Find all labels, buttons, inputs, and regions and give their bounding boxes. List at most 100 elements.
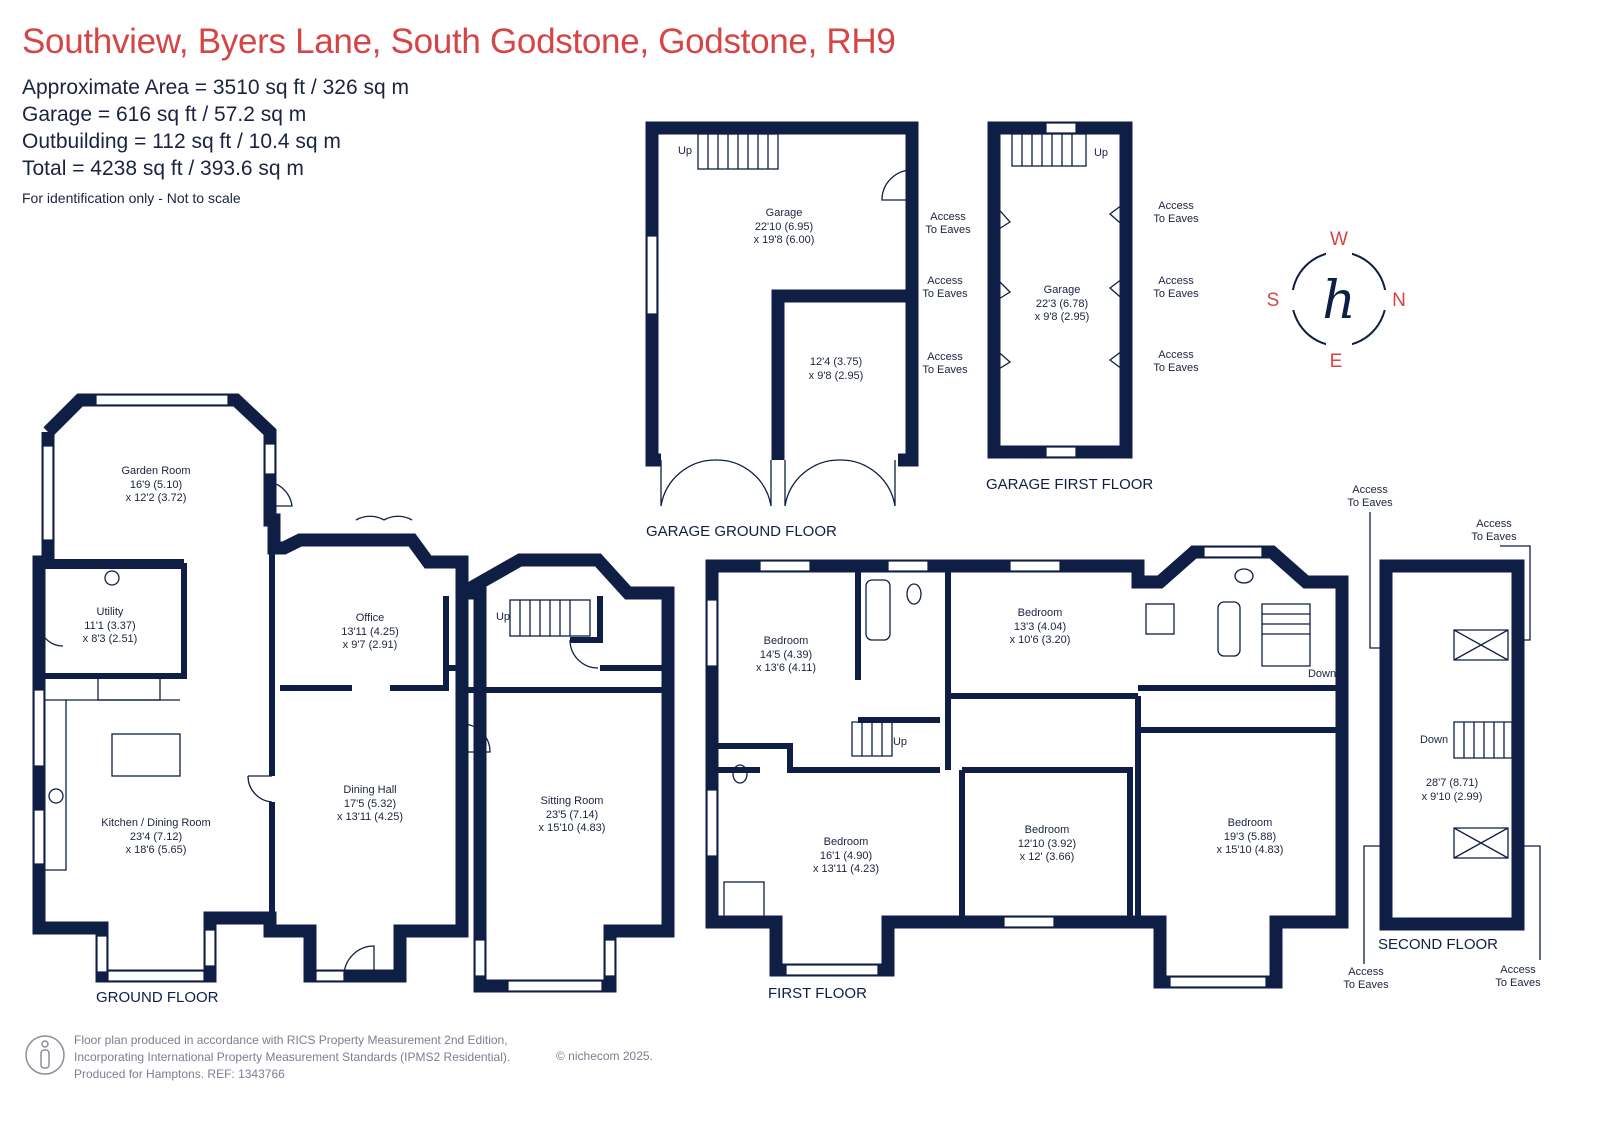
footer: Floor plan produced in accordance with R… <box>24 1032 653 1083</box>
garage-stair-up: Up <box>678 145 692 157</box>
second-access-4b: To Eaves <box>1495 977 1541 989</box>
bed5-window-bottom <box>1169 976 1267 988</box>
ensuite-window-top <box>1203 546 1263 558</box>
area-garage: Garage = 616 sq ft / 57.2 sq m <box>22 103 307 126</box>
sitting-room-size-b: x 15'10 (4.83) <box>539 822 606 834</box>
garden-room-window-left <box>42 445 54 541</box>
garage-door-left <box>660 459 772 507</box>
bed5-size-b: x 15'10 (4.83) <box>1217 844 1284 856</box>
bed1-size-b: x 13'6 (4.11) <box>756 662 816 674</box>
second-access-2b: To Eaves <box>1471 531 1517 543</box>
copyright: © nichecom 2025. <box>556 1049 653 1063</box>
ensuite-bath <box>1217 601 1241 657</box>
bed4-size-b: x 12' (3.66) <box>1020 851 1075 863</box>
kitchen-window-bay-right <box>204 929 216 967</box>
compass-w: W <box>1330 229 1348 250</box>
access-eaves-r1-b: To Eaves <box>1153 213 1199 225</box>
utility-name: Utility <box>97 606 124 618</box>
second-outer-wall <box>1379 559 1525 931</box>
dining-window-bottom <box>315 970 345 982</box>
bed3-size-a: 16'1 (4.90) <box>820 850 872 862</box>
cloak-door <box>569 639 599 669</box>
garage-side-door <box>881 169 913 201</box>
access-eaves-l2-b: To Eaves <box>922 288 968 300</box>
second-floor-plan: Down Access To Eaves Access To Eaves Acc… <box>1343 484 1541 991</box>
second-room-size-a: 28'7 (8.71) <box>1426 777 1478 789</box>
sitting-window-bottom <box>507 980 603 992</box>
utility-size-b: x 8'3 (2.51) <box>83 633 138 645</box>
floor-label-second: SECOND FLOOR <box>1378 936 1498 953</box>
kitchen-island <box>111 733 181 777</box>
garden-door <box>269 481 293 507</box>
kitchen-range <box>97 677 161 701</box>
compass-n: N <box>1392 290 1406 311</box>
ensuite-wc <box>1234 568 1254 584</box>
disclaimer-note: For identification only - Not to scale <box>22 190 241 206</box>
bed2-window-top <box>1009 560 1061 572</box>
kitchen-sink <box>48 788 64 804</box>
first-stair-up: Up <box>893 736 907 748</box>
second-hatch-bottom <box>1453 827 1509 859</box>
bed3-size-b: x 13'11 (4.23) <box>813 863 879 875</box>
kitchen-name: Kitchen / Dining Room <box>101 817 210 829</box>
area-total: Total = 4238 sq ft / 393.6 sq m <box>22 157 304 180</box>
garage-main-name: Garage <box>766 207 803 219</box>
garden-room-window-top <box>95 394 229 406</box>
garden-room-size-b: x 12'2 (3.72) <box>126 492 187 504</box>
second-access-1b: To Eaves <box>1347 497 1393 509</box>
dining-hall-name: Dining Hall <box>343 784 396 796</box>
wc-main <box>906 583 922 605</box>
bed3-window-left <box>706 789 718 857</box>
kitchen-size-b: x 18'6 (5.65) <box>126 844 187 856</box>
office-size-b: x 9'7 (2.91) <box>343 639 398 651</box>
bed3-name: Bedroom <box>824 836 869 848</box>
area-summary: Approximate Area = 3510 sq ft / 326 sq m… <box>22 74 409 182</box>
kitchen-window-left <box>33 689 45 767</box>
area-approx: Approximate Area = 3510 sq ft / 326 sq m <box>22 76 409 99</box>
bed1-window-top <box>759 560 811 572</box>
garage-ground-floor-plan: Up Garage 22'10 (6.95) x 19'8 (6.00) 12'… <box>645 121 919 540</box>
bathtub <box>865 579 891 641</box>
floor-label-garage-first: GARAGE FIRST FLOOR <box>986 476 1153 493</box>
first-stair-2 <box>1261 603 1311 667</box>
access-eaves-l1-b: To Eaves <box>925 224 971 236</box>
garage-ground-window <box>646 235 658 315</box>
kitchen-window-bay-left <box>96 935 108 973</box>
access-eaves-l1-a: Access <box>930 211 966 223</box>
cloak-walls <box>570 596 668 671</box>
bed2-name: Bedroom <box>1018 607 1063 619</box>
dining-hall-size-b: x 13'11 (4.25) <box>337 811 403 823</box>
garage-first-floor-plan: Up Access To Eaves Access To Eaves Acces… <box>922 121 1199 493</box>
kitchen-size-a: 23'4 (7.12) <box>130 831 182 843</box>
ground-floor-plan: Up Garden Room 16'9 (5.10) x 12'2 (3.72)… <box>32 393 675 1006</box>
first-stair <box>851 721 893 757</box>
second-access-4a: Access <box>1500 964 1536 976</box>
eaves-hatch-left-2 <box>993 275 1012 303</box>
eaves-hatch-right-1 <box>1108 201 1127 229</box>
garage-ground-outer-wall <box>645 121 919 467</box>
office-french-door <box>355 515 413 521</box>
office-bottom-wall <box>280 660 449 691</box>
garage-first-window-top <box>1045 122 1077 134</box>
second-room-size-b: x 9'10 (2.99) <box>1422 791 1483 803</box>
garage-bay-size-b: x 9'8 (2.95) <box>809 370 864 382</box>
garage-upper-name: Garage <box>1044 284 1081 296</box>
access-eaves-r2-a: Access <box>1158 275 1194 287</box>
sitting-door <box>461 723 491 753</box>
ground-stair <box>509 599 591 637</box>
second-stair <box>1453 721 1513 759</box>
second-access-3a: Access <box>1348 966 1384 978</box>
ensuite-shower <box>1145 603 1175 635</box>
compass-s: S <box>1267 290 1280 311</box>
garage-main-size-a: 22'10 (6.95) <box>755 221 813 233</box>
ground-stair-up: Up <box>496 611 510 623</box>
garage-upper-size-a: 22'3 (6.78) <box>1036 298 1088 310</box>
garage-first-stair <box>1011 133 1087 167</box>
second-hatch-top <box>1453 629 1509 661</box>
wc-bed3-ensuite <box>732 764 748 784</box>
eaves-hatch-left-1 <box>993 203 1011 233</box>
access-eaves-r1-a: Access <box>1158 200 1194 212</box>
compass-logo: h <box>1322 271 1356 331</box>
second-access-2a: Access <box>1476 518 1512 530</box>
second-access-1a: Access <box>1352 484 1388 496</box>
